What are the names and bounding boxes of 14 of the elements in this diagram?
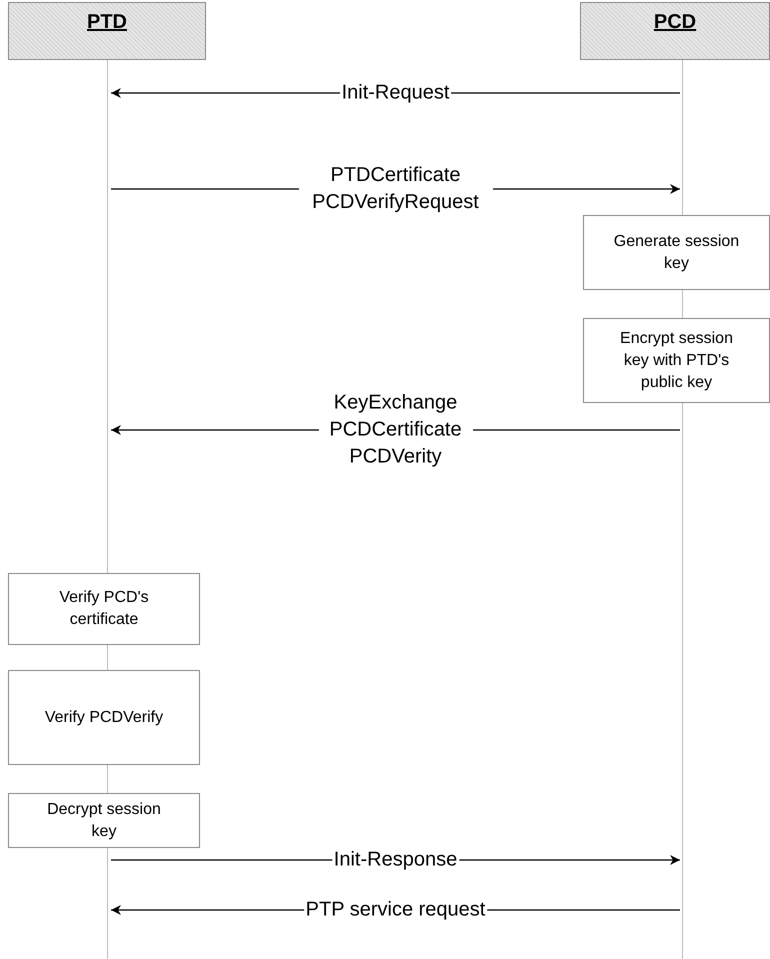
- participant-box: [580, 2, 770, 60]
- participant-name: PTD: [87, 11, 127, 34]
- process-box: [8, 573, 200, 645]
- step-text: Generate session key: [612, 232, 740, 274]
- process-box: [8, 670, 200, 765]
- participant-name: PCD: [654, 11, 696, 34]
- step-text: Verify PCDVerify: [44, 708, 164, 728]
- process-box: [8, 793, 200, 848]
- step-text: Encrypt session key with PTD's public key: [619, 328, 734, 392]
- step-text: Decrypt session key: [46, 800, 162, 842]
- process-box: [583, 318, 770, 403]
- participant-box: [8, 2, 206, 60]
- step-text: Verify PCD's certificate: [58, 588, 150, 630]
- process-box: [583, 215, 770, 290]
